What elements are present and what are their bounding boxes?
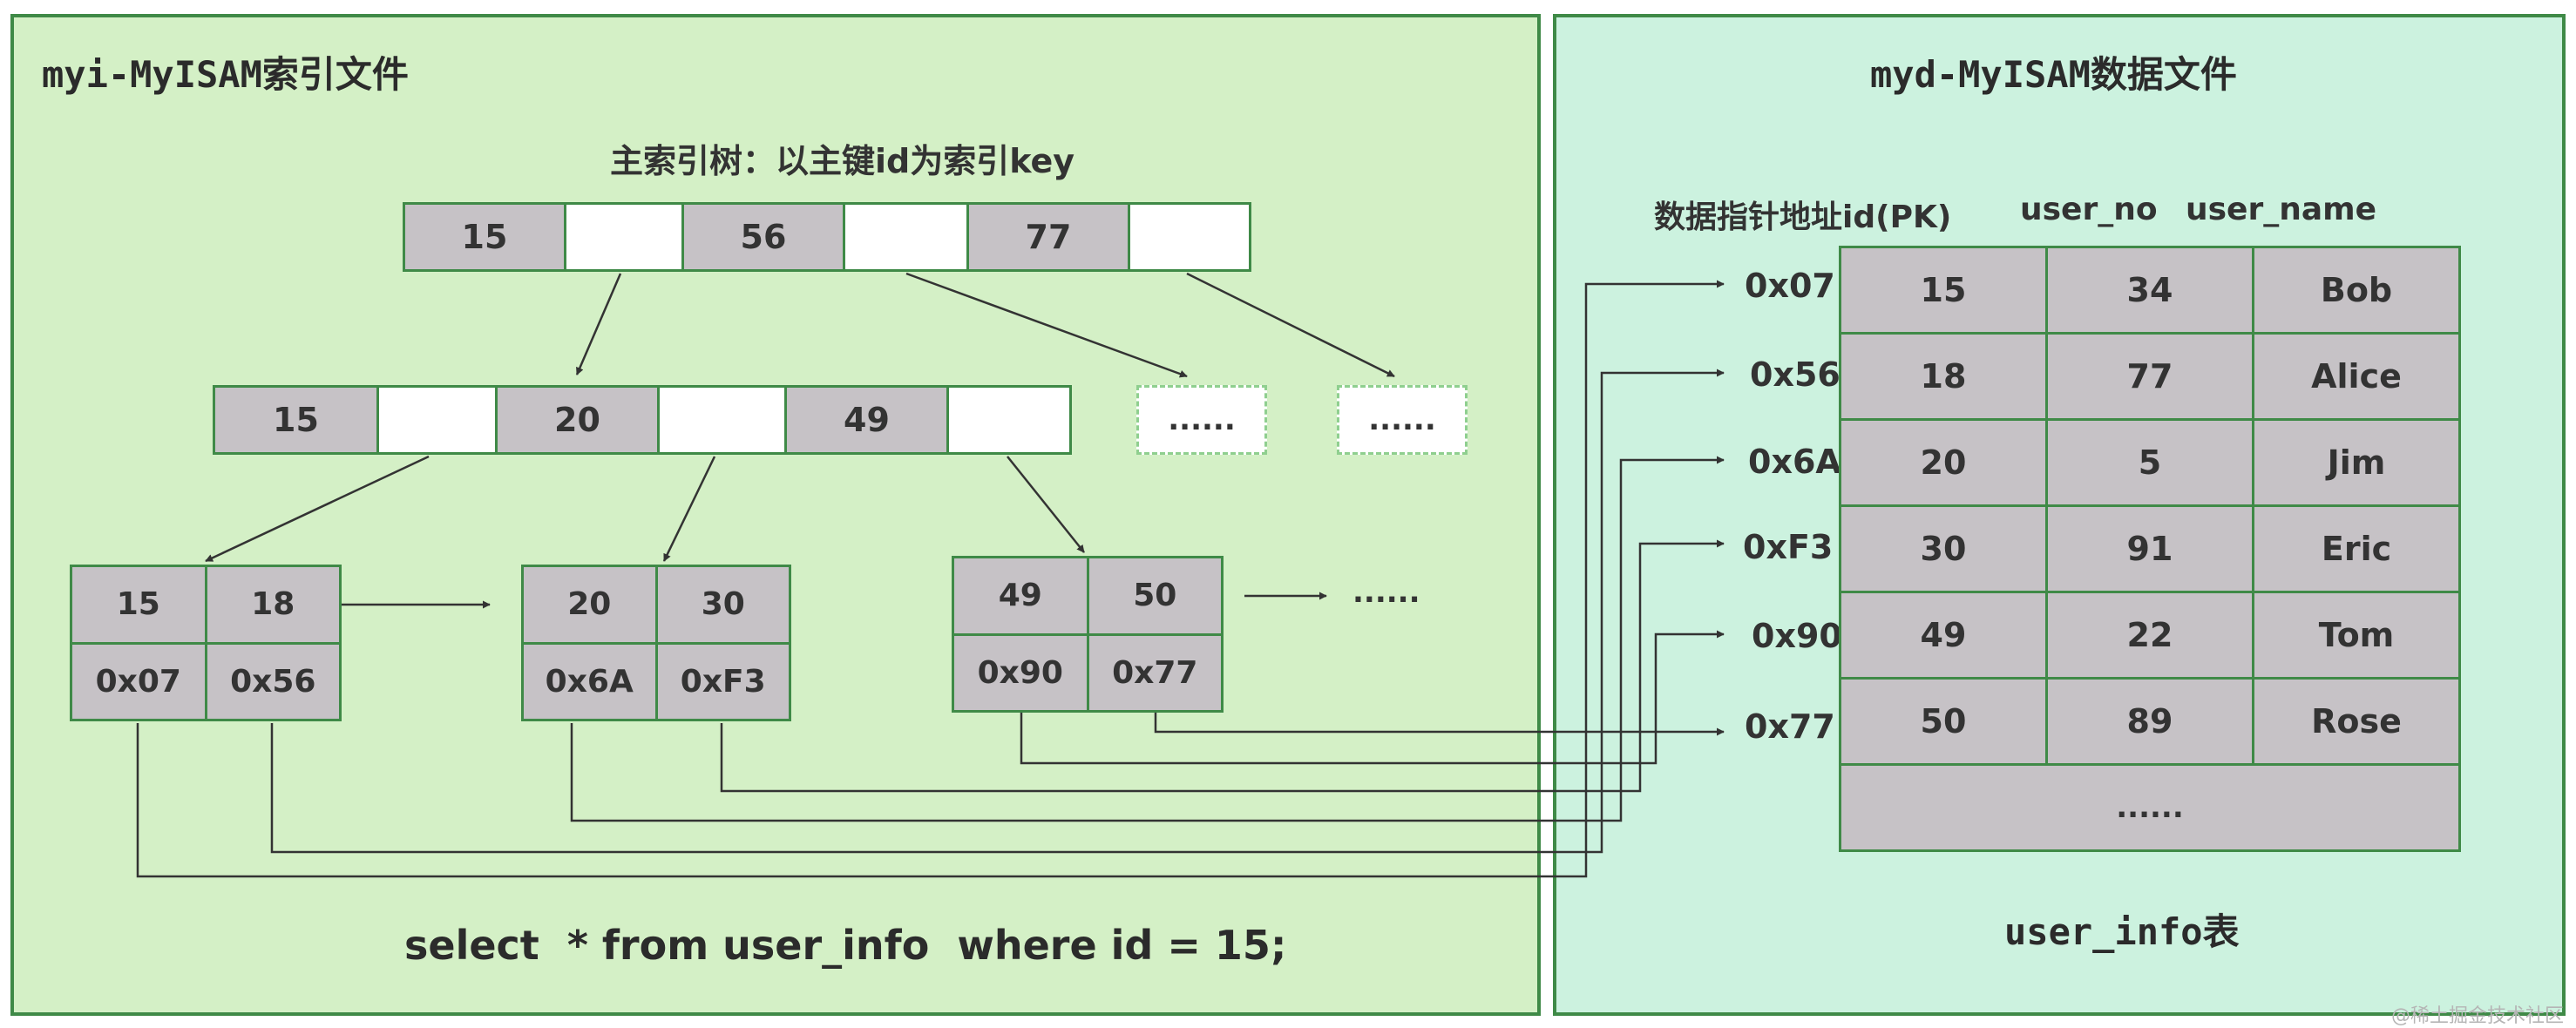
cell-user-name: Alice [2254, 335, 2458, 418]
root-node: 15 56 77 [403, 202, 1251, 272]
root-key: 15 [405, 205, 566, 269]
row-address: 0x90 [1752, 617, 1842, 655]
internal-key: 20 [498, 388, 660, 452]
cell-user-no: 5 [2048, 421, 2252, 504]
cell-id: 20 [1841, 421, 2045, 504]
cell-user-name: Bob [2254, 248, 2458, 332]
collapsed-node: ...... [1337, 385, 1468, 455]
internal-key: 15 [215, 388, 379, 452]
root-key: 77 [969, 205, 1130, 269]
tree-caption: 主索引树：以主键id为索引key [610, 142, 1075, 180]
leaf-key: 30 [657, 567, 789, 642]
header-pointer-address: 数据指针地址id(PK) [1654, 200, 1952, 235]
table-more-rows: ...... [1841, 766, 2458, 849]
internal-pointer [660, 388, 787, 452]
leaf-key: 15 [72, 567, 205, 642]
cell-id: 50 [1841, 680, 2045, 763]
internal-pointer [379, 388, 498, 452]
cell-user-no: 91 [2048, 507, 2252, 591]
row-address: 0x56 [1750, 355, 1840, 394]
cell-id: 15 [1841, 248, 2045, 332]
internal-key: 49 [787, 388, 949, 452]
cell-user-no: 22 [2048, 593, 2252, 677]
internal-node: 15 20 49 [213, 385, 1072, 455]
leaf-key: 18 [207, 567, 339, 642]
cell-id: 18 [1841, 335, 2045, 418]
row-address: 0x07 [1745, 267, 1835, 305]
user-info-table: 15 34 Bob 18 77 Alice 20 5 Jim 30 91 Eri… [1839, 246, 2461, 852]
root-key: 56 [684, 205, 845, 269]
data-file-title: myd-MyISAM数据文件 [1870, 53, 2237, 96]
leaf-pointer: 0x77 [1088, 635, 1221, 710]
leaf-pointer: 0x90 [954, 635, 1087, 710]
watermark: @稀土掘金技术社区 [2391, 1005, 2565, 1027]
row-address: 0x77 [1745, 707, 1835, 746]
header-user-no: user_no [2020, 192, 2158, 227]
leaf-node: 15 18 0x07 0x56 [70, 565, 342, 721]
leaf-node: 49 50 0x90 0x77 [952, 556, 1224, 713]
leaf-key: 50 [1088, 558, 1221, 633]
sql-query: select * from user_info where id = 15; [404, 922, 1287, 969]
row-address: 0xF3 [1743, 528, 1834, 566]
cell-user-name: Tom [2254, 593, 2458, 677]
leaf-pointer: 0x07 [72, 644, 205, 719]
internal-pointer [949, 388, 1069, 452]
index-file-title: myi-MyISAM索引文件 [42, 53, 409, 96]
header-user-name: user_name [2186, 192, 2377, 227]
row-address: 0x6A [1748, 443, 1841, 481]
leaf-pointer: 0xF3 [657, 644, 789, 719]
cell-user-no: 77 [2048, 335, 2252, 418]
leaf-key: 49 [954, 558, 1087, 633]
leaf-key: 20 [524, 567, 655, 642]
root-pointer [845, 205, 969, 269]
root-pointer [1130, 205, 1249, 269]
leaf-node: 20 30 0x6A 0xF3 [521, 565, 791, 721]
cell-user-name: Eric [2254, 507, 2458, 591]
cell-id: 49 [1841, 593, 2045, 677]
cell-user-name: Jim [2254, 421, 2458, 504]
cell-id: 30 [1841, 507, 2045, 591]
leaf-continuation: ...... [1352, 575, 1420, 610]
leaf-pointer: 0x6A [524, 644, 655, 719]
root-pointer [566, 205, 684, 269]
collapsed-node: ...... [1136, 385, 1267, 455]
table-caption: user_info表 [2004, 910, 2240, 953]
cell-user-name: Rose [2254, 680, 2458, 763]
cell-user-no: 89 [2048, 680, 2252, 763]
leaf-pointer: 0x56 [207, 644, 339, 719]
cell-user-no: 34 [2048, 248, 2252, 332]
